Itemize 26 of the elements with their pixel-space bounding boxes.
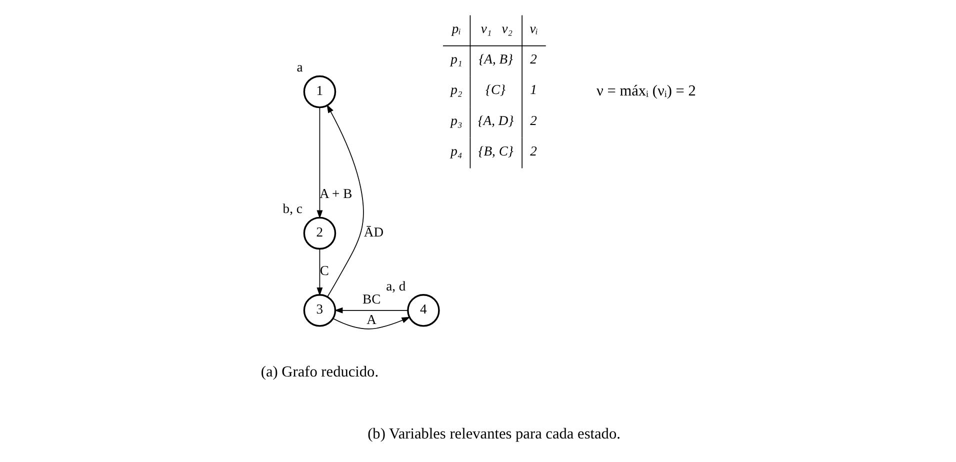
label: {B, C} xyxy=(478,143,513,158)
edge-label: ĀD xyxy=(363,224,384,240)
node-label: a, d xyxy=(386,278,406,294)
edge-label: C xyxy=(319,263,328,278)
label: p₃ xyxy=(450,112,462,128)
label: ν = máxᵢ (νᵢ) = 2 xyxy=(596,82,696,100)
label: (b) Variables relevantes para cada estado. xyxy=(367,426,620,443)
edge-label: BC xyxy=(362,291,380,306)
label: p₂ xyxy=(450,82,462,98)
label: {A, B} xyxy=(478,52,512,67)
label: p₄ xyxy=(450,143,462,158)
label: νᵢ xyxy=(529,20,538,36)
node-label: a xyxy=(296,60,302,75)
label: 2 xyxy=(530,52,536,67)
label: 1 xyxy=(530,82,536,98)
label: (a) Grafo reducido. xyxy=(260,364,378,381)
label: 2 xyxy=(530,143,536,158)
edge-label: A + B xyxy=(319,186,352,201)
edge-label: A xyxy=(366,312,376,327)
label: v₁ v₂ xyxy=(480,20,512,36)
label: 2 xyxy=(530,112,536,128)
node-label: b, c xyxy=(282,201,302,216)
label: {A, D} xyxy=(477,112,514,128)
label: {C} xyxy=(485,82,505,98)
label: p₁ xyxy=(450,52,462,67)
label: pᵢ xyxy=(451,20,460,36)
